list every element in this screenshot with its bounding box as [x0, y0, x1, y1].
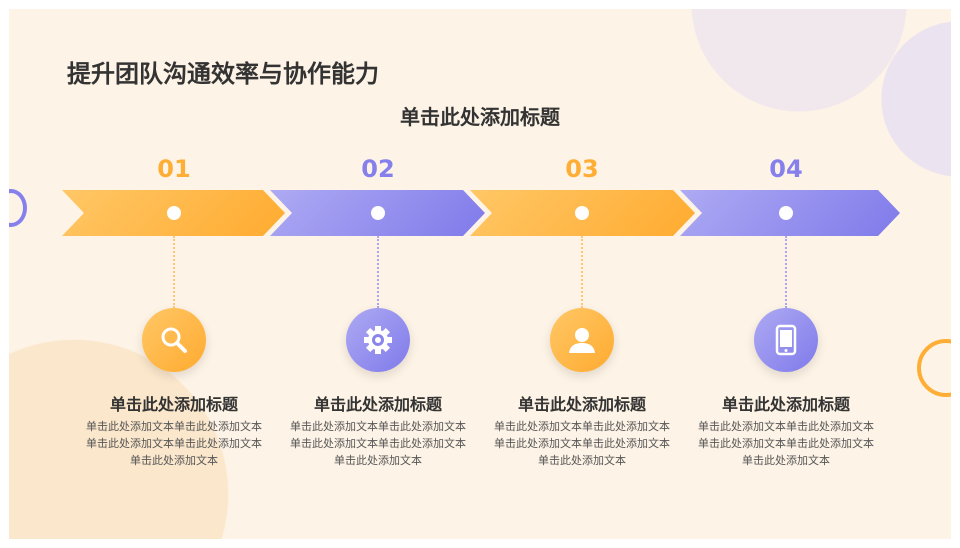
step-number: 04 — [769, 155, 803, 183]
step-title[interactable]: 单击此处添加标题 — [517, 395, 646, 414]
step-number: 01 — [157, 155, 191, 183]
connector-line — [785, 236, 787, 308]
slide: 提升团队沟通效率与协作能力 单击此处添加标题 01 单击此处添加标题 单击此处添… — [9, 9, 951, 539]
deco-circle-top-right-2 — [871, 19, 951, 179]
connector-line — [173, 236, 175, 308]
deco-circle-bottom-left — [9, 339, 231, 539]
step-title[interactable]: 单击此处添加标题 — [109, 395, 238, 414]
connector-line — [377, 236, 379, 308]
user-icon — [566, 324, 598, 356]
icon-circle — [550, 308, 614, 372]
icon-circle — [754, 308, 818, 372]
step-title[interactable]: 单击此处添加标题 — [313, 395, 442, 414]
connector-line — [581, 236, 583, 308]
subtitle: 单击此处添加标题 — [400, 105, 560, 129]
step-dot — [779, 206, 793, 220]
search-icon — [159, 325, 189, 355]
icon-circle — [346, 308, 410, 372]
step-description[interactable]: 单击此处添加文本单击此处添加文本单击此处添加文本单击此处添加文本单击此处添加文本 — [86, 420, 262, 467]
step-number: 02 — [361, 155, 395, 183]
step-dot — [371, 206, 385, 220]
step-description[interactable]: 单击此处添加文本单击此处添加文本单击此处添加文本单击此处添加文本单击此处添加文本 — [494, 420, 670, 467]
gear-icon — [362, 324, 394, 356]
step-description[interactable]: 单击此处添加文本单击此处添加文本单击此处添加文本单击此处添加文本单击此处添加文本 — [698, 420, 874, 467]
phone-icon — [774, 324, 798, 356]
step-dot — [575, 206, 589, 220]
step-dot — [167, 206, 181, 220]
step-title[interactable]: 单击此处添加标题 — [721, 395, 850, 414]
step-description[interactable]: 单击此处添加文本单击此处添加文本单击此处添加文本单击此处添加文本单击此处添加文本 — [290, 420, 466, 467]
deco-ring-left — [9, 189, 27, 227]
page-title: 提升团队沟通效率与协作能力 — [67, 60, 379, 88]
icon-circle — [142, 308, 206, 372]
step-number: 03 — [565, 155, 599, 183]
deco-ring-right — [917, 339, 951, 397]
